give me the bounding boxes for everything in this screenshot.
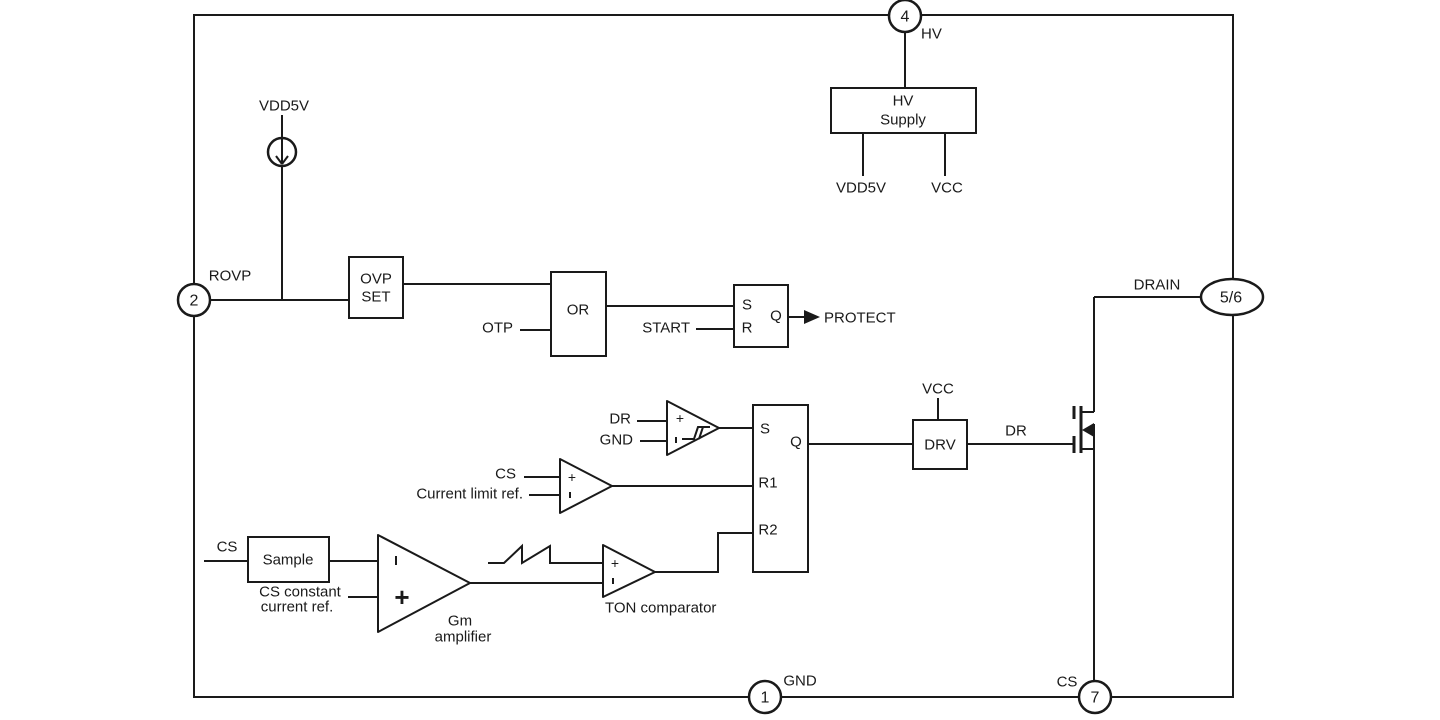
- pin-rovp-circle: [176, 282, 212, 318]
- hvsupply-vdd5v-label: VDD5V: [836, 180, 886, 197]
- gm-label-line2: amplifier: [435, 629, 492, 646]
- ovp-set-block: [348, 256, 404, 319]
- sample-block: [247, 536, 330, 583]
- sawtooth-icon: [488, 543, 603, 565]
- cs-comparator-triangle: [559, 458, 613, 514]
- pin-rovp-number: 2: [190, 293, 199, 310]
- wire-ton-to-r2: [655, 532, 753, 573]
- ton-comparator-triangle: [602, 544, 656, 598]
- hv-supply-label-line2: Supply: [880, 112, 926, 129]
- cs-comparator-plus: +: [568, 469, 576, 485]
- pwm-latch-s-label: S: [760, 421, 770, 438]
- cs-constant-label-line1: CS constant: [259, 584, 342, 601]
- vdd5v-rail-label: VDD5V: [259, 98, 309, 115]
- pin-cs-circle: [1077, 679, 1113, 715]
- sample-cs-label: CS: [217, 539, 238, 556]
- dr-comparator-plus: +: [676, 410, 684, 426]
- drv-block: [912, 419, 968, 470]
- gm-plus: +: [394, 582, 409, 612]
- protect-latch-q-label: Q: [770, 308, 782, 325]
- pin-cs-label: CS: [1057, 674, 1078, 691]
- hvsupply-vcc-label: VCC: [931, 180, 963, 197]
- ton-comparator-plus: +: [611, 555, 619, 571]
- current-limit-ref-label: Current limit ref.: [416, 486, 523, 503]
- pin-drain-ellipse: [1199, 277, 1265, 317]
- drv-dr-output-label: DR: [1005, 423, 1027, 440]
- dr-comparator-triangle: [666, 400, 720, 456]
- hysteresis-icon: [682, 426, 710, 440]
- dr-input-label: DR: [609, 411, 631, 428]
- pwm-latch-q-label: Q: [790, 434, 802, 451]
- or-gate-label: OR: [567, 302, 590, 319]
- start-label: START: [642, 320, 690, 337]
- hv-supply-block: [830, 87, 977, 134]
- mosfet-symbol: [1072, 406, 1095, 453]
- drain-pin-label: DRAIN: [1134, 277, 1181, 294]
- protect-latch-r-label: R: [742, 320, 753, 337]
- gnd-input-label: GND: [600, 432, 634, 449]
- ovp-set-label-line1: OVP: [360, 271, 392, 288]
- chip-outline: [193, 14, 1234, 698]
- pin-hv-circle: [887, 0, 923, 34]
- current-source-arrow-icon: [275, 139, 289, 165]
- cs-constant-label-line2: current ref.: [261, 599, 334, 616]
- drv-label: DRV: [924, 437, 955, 454]
- pin-gnd-label: GND: [783, 673, 817, 690]
- pin-hv-label: HV: [921, 26, 942, 43]
- gm-amplifier-triangle: [377, 534, 471, 633]
- drv-vcc-label: VCC: [922, 381, 954, 398]
- protect-arrowhead-icon: [804, 310, 820, 324]
- pin-cs-number: 7: [1091, 690, 1100, 707]
- pin-gnd-number: 1: [761, 690, 770, 707]
- hv-supply-label-line1: HV: [893, 93, 914, 110]
- or-gate-block: [550, 271, 607, 357]
- pwm-latch-r2-label: R2: [758, 522, 777, 539]
- pin-gnd-circle: [747, 679, 783, 715]
- protect-label: PROTECT: [824, 310, 896, 327]
- pin-drain-number: 5/6: [1220, 290, 1242, 307]
- pwm-latch-block: [752, 404, 809, 573]
- gm-label-line1: Gm: [448, 613, 472, 630]
- pwm-latch-r1-label: R1: [758, 475, 777, 492]
- otp-label: OTP: [482, 320, 513, 337]
- mosfet-body-arrow-icon: [1082, 423, 1094, 437]
- pin-rovp-label: ROVP: [209, 268, 252, 285]
- ovp-set-label-line2: SET: [361, 289, 390, 306]
- ton-comparator-label: TON comparator: [605, 600, 716, 617]
- sample-label: Sample: [263, 552, 314, 569]
- cs-comp-input-label: CS: [495, 466, 516, 483]
- pin-hv-number: 4: [901, 9, 910, 26]
- protect-latch-s-label: S: [742, 297, 752, 314]
